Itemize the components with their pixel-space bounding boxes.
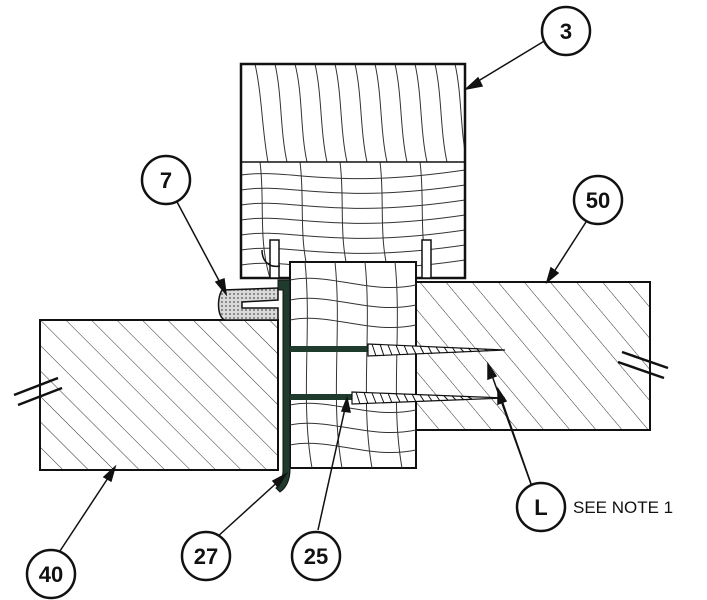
fixing-screw-upper — [367, 343, 506, 357]
callout-7: 7 — [140, 154, 192, 206]
callout-40: 40 — [25, 548, 77, 600]
right-wall-section — [413, 281, 651, 431]
svg-text:27: 27 — [194, 544, 218, 569]
leader-lines — [57, 39, 587, 555]
trim-profile-27 — [275, 279, 370, 493]
right-break-mark — [617, 350, 669, 380]
callout-27: 27 — [180, 530, 232, 582]
left-wall-section — [39, 319, 279, 471]
callout-50: 50 — [572, 174, 624, 226]
left-break-mark — [13, 376, 63, 407]
frame-block — [289, 261, 417, 469]
note-reference: SEE NOTE 1 — [573, 498, 673, 517]
fixing-screw-lower — [351, 391, 506, 405]
svg-text:L: L — [534, 495, 547, 520]
svg-text:40: 40 — [39, 562, 63, 587]
svg-text:25: 25 — [304, 544, 328, 569]
svg-text:7: 7 — [160, 168, 172, 193]
frame-clip-left — [269, 239, 280, 279]
callout-L: L — [515, 481, 567, 533]
svg-text:50: 50 — [586, 188, 610, 213]
frame-clip-right — [421, 239, 432, 279]
callout-25: 25 — [290, 530, 342, 582]
seal-strip-7 — [217, 249, 281, 321]
callout-3: 3 — [540, 5, 592, 57]
svg-text:3: 3 — [560, 19, 572, 44]
